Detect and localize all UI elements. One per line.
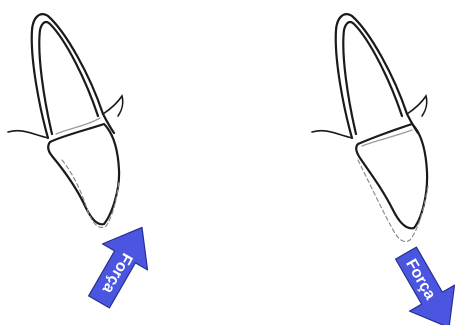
right-force-arrow: Força bbox=[383, 240, 455, 325]
right-gum-line-right bbox=[407, 96, 427, 116]
right-root-outline bbox=[336, 14, 418, 138]
right-gum-line-left bbox=[312, 131, 352, 138]
left-crown-displaced-outline bbox=[62, 160, 119, 227]
right-panel: Força bbox=[312, 14, 455, 325]
left-crown-outline bbox=[48, 124, 119, 224]
left-gum-line-right bbox=[103, 96, 123, 116]
right-crown-outline bbox=[356, 124, 427, 228]
left-force-arrow: Força bbox=[76, 214, 164, 314]
left-root-outline bbox=[32, 14, 114, 138]
left-panel: Força bbox=[8, 14, 165, 315]
right-crown-displaced-outline bbox=[358, 160, 428, 242]
left-gum-line-left bbox=[8, 131, 48, 138]
